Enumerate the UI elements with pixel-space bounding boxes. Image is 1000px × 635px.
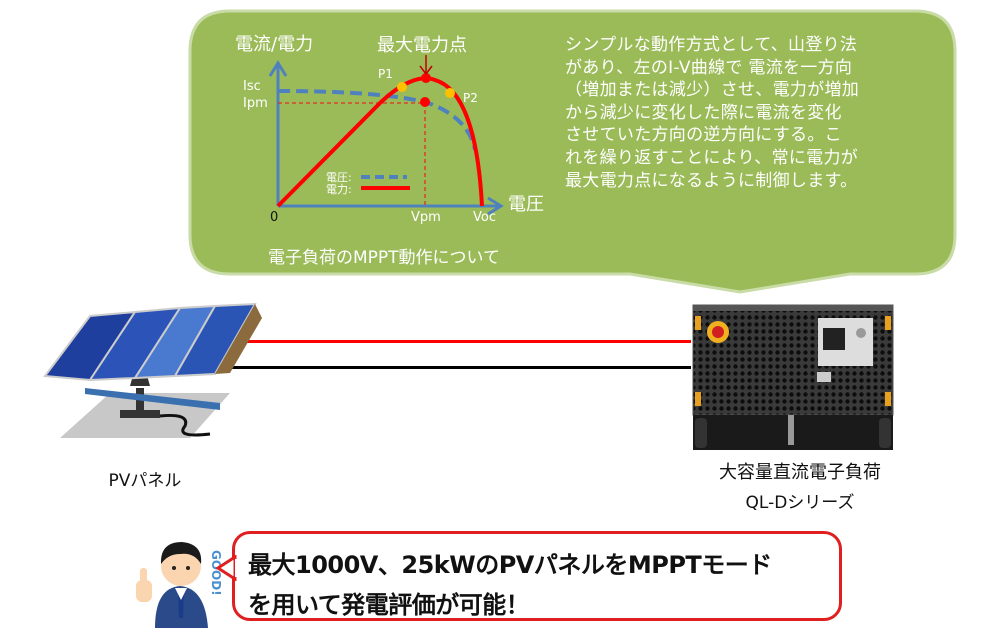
vpm-label: Vpm [411,210,441,225]
negative-wire [215,366,691,369]
callout-box [232,531,842,621]
businessman-thumbs-up-icon: GOOD! [136,542,223,628]
chart-caption: 電子負荷のMPPT動作について [268,248,501,268]
ipm-point [420,97,430,107]
x-axis-label: 電圧 [508,194,544,215]
good-badge: GOOD! [209,550,223,596]
callout-text: 最大1000V、25kWのPVパネルをMPPTモード を用いて発電評価が可能！ [248,545,772,625]
origin-label: 0 [270,210,279,225]
load-label-line2: QL-Dシリーズ [745,493,855,513]
explanation-bubble [188,9,957,294]
callout-line1: 最大1000V、25kWのPVパネルをMPPTモード [248,551,772,579]
legend-voltage-label: 電圧: [326,171,352,184]
pv-panel-label: PVパネル [108,471,182,491]
iv-curve [277,89,477,151]
solar-panel-image [43,302,262,438]
voc-label: Voc [473,210,496,225]
y-axis-label: 電流/電力 [235,34,314,55]
p1-label: P1 [378,67,393,81]
callout-line2: を用いて発電評価が可能！ [248,591,530,619]
p2-point [445,88,455,98]
x-axis-arrow [487,196,504,216]
max-power-point [421,73,431,83]
y-axis-arrow [268,60,288,77]
load-label-line1: 大容量直流電子負荷 [719,462,881,483]
power-curve [276,76,484,208]
explanation-line: から減少に変化した際に電流を変化 [565,102,842,123]
explanation-line: があり、左のI-V曲線で 電流を一方向 [565,57,853,78]
explanation-line: シンプルな動作方式として、山登り法 [565,35,858,55]
explanation-line: （増加または減少）させ、電力が増加 [565,80,860,101]
legend-power-label: 電力: [326,183,352,196]
p2-label: P2 [463,91,478,105]
electronic-load-image [692,304,894,450]
max-power-point-label: 最大電力点 [377,35,467,56]
iv-chart [268,55,504,216]
explanation-line: 最大電力点になるように制御します。 [565,170,858,191]
explanation-text: シンプルな動作方式として、山登り法 があり、左のI-V曲線で 電流を一方向 （増… [565,34,950,192]
ipm-label: Ipm [243,96,268,111]
explanation-line: させていた方向の逆方向にする。こ [565,125,842,146]
callout-tail [216,555,238,581]
isc-label: Isc [243,79,261,94]
positive-wire [245,340,691,343]
explanation-line: れを繰り返すことにより、常に電力が [565,147,859,168]
p1-point [397,82,407,92]
